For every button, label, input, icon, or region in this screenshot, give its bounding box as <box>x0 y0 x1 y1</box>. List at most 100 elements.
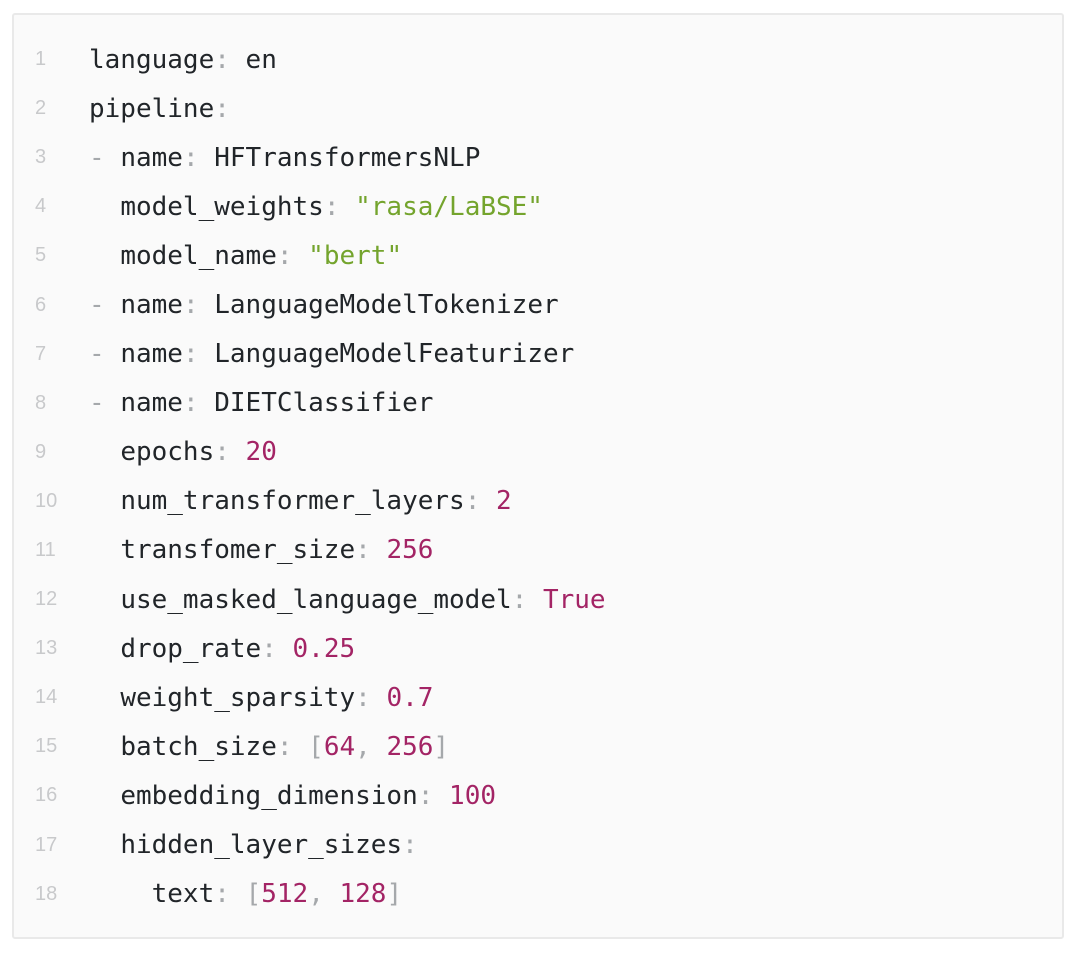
code-token-sp <box>277 634 293 664</box>
code-token-sp <box>527 585 543 615</box>
code-token-key: name <box>120 290 183 321</box>
code-token-num: 512 <box>261 879 309 910</box>
code-line: 6- name: LanguageModelTokenizer <box>14 280 1062 329</box>
code-token-punc: : <box>214 437 230 468</box>
code-token-plain: HFTransformersNLP <box>214 142 481 173</box>
code-token-punc: ] <box>433 731 450 762</box>
code-token-key: use_masked_language_model <box>120 584 512 615</box>
line-number: 8 <box>35 391 47 414</box>
code-line-content: hidden_layer_sizes: <box>89 830 418 861</box>
code-token-sp <box>89 486 120 516</box>
line-number: 2 <box>35 97 47 120</box>
code-token-sp <box>89 535 120 565</box>
code-token-sp <box>230 879 246 909</box>
code-token-num: 256 <box>386 535 434 566</box>
code-line: 17 hidden_layer_sizes: <box>14 821 1062 870</box>
code-token-num: 0.7 <box>386 682 434 713</box>
line-number: 15 <box>35 735 58 758</box>
code-token-punc: [ <box>245 879 262 910</box>
code-token-sp <box>199 388 215 418</box>
code-token-punc: ] <box>386 879 403 910</box>
code-line: 11 transfomer_size: 256 <box>14 526 1062 575</box>
code-line: 3- name: HFTransformersNLP <box>14 133 1062 182</box>
code-line: 9 epochs: 20 <box>14 428 1062 477</box>
code-token-sp <box>105 339 121 369</box>
code-line: 18 text: [512, 128] <box>14 870 1062 919</box>
code-token-punc: : <box>402 830 418 861</box>
code-token-sp <box>230 437 246 467</box>
line-number: 14 <box>35 686 58 709</box>
code-token-plain: LanguageModelFeaturizer <box>214 339 575 370</box>
code-line: 1 language: en <box>14 35 1062 84</box>
code-token-key: text <box>151 879 215 910</box>
code-token-num: True <box>542 584 606 615</box>
line-number: 16 <box>35 784 58 807</box>
code-token-num: 20 <box>245 437 277 468</box>
code-token-str: "bert" <box>308 240 403 271</box>
code-token-sp <box>89 585 120 615</box>
code-token-sp <box>89 879 152 909</box>
code-line: 10 num_transformer_layers: 2 <box>14 477 1062 526</box>
code-line: 15 batch_size: [64, 256] <box>14 722 1062 771</box>
code-token-punc: [ <box>308 731 324 762</box>
code-token-punc: : <box>214 44 230 75</box>
code-line-content: num_transformer_layers: 2 <box>89 486 511 517</box>
code-token-sp <box>89 241 120 271</box>
code-token-punc: : <box>182 142 199 173</box>
code-line: 8 - name: DIETClassifier <box>14 379 1062 428</box>
line-number: 18 <box>35 882 58 905</box>
code-token-key: language <box>89 44 215 75</box>
code-token-key: name <box>120 142 183 173</box>
code-line: 7- name: LanguageModelFeaturizer <box>14 330 1062 379</box>
code-line-content: batch_size: [64, 256] <box>89 732 449 762</box>
code-token-key: name <box>120 339 183 370</box>
code-token-num: 64 <box>323 731 356 762</box>
code-line-content: model_name: "bert" <box>89 241 402 271</box>
code-token-punc: - <box>89 290 105 321</box>
line-number: 9 <box>35 440 47 463</box>
code-token-key: name <box>120 388 183 419</box>
code-token-key: embedding_dimension <box>120 780 418 811</box>
code-token-key: transfomer_size <box>120 535 356 566</box>
code-token-punc: : <box>464 486 481 517</box>
code-token-punc: : <box>182 388 199 419</box>
code-token-punc: : <box>276 731 293 762</box>
code-line-content: language: en <box>89 45 277 75</box>
code-token-str: "rasa/LaBSE" <box>355 191 543 222</box>
code-token-key: pipeline <box>89 93 215 124</box>
code-line-content: - name: DIETClassifier <box>89 388 433 418</box>
line-number: 5 <box>35 244 47 267</box>
code-line-content: use_masked_language_model: True <box>89 584 606 615</box>
code-token-sp <box>230 45 246 75</box>
code-token-sp <box>199 339 215 369</box>
code-line: 13 drop_rate: 0.25 <box>14 624 1062 673</box>
code-token-sp <box>480 486 496 516</box>
code-line-content: - name: LanguageModelFeaturizer <box>89 339 574 369</box>
code-token-key: drop_rate <box>120 633 262 664</box>
code-token-punc: : <box>276 240 293 271</box>
code-token-sp <box>324 879 340 909</box>
code-token-punc: : <box>214 93 230 124</box>
code-line-content: - name: HFTransformersNLP <box>89 143 480 173</box>
code-line-content: weight_sparsity: 0.7 <box>89 683 433 713</box>
code-token-plain: LanguageModelTokenizer <box>214 290 559 321</box>
code-token-sp <box>89 437 120 467</box>
code-token-sp <box>371 732 387 762</box>
code-token-key: weight_sparsity <box>120 682 356 713</box>
code-token-punc: : <box>182 339 199 370</box>
line-number: 1 <box>35 48 47 71</box>
code-token-num: 128 <box>339 879 387 910</box>
line-number: 17 <box>35 833 58 856</box>
code-token-sp <box>105 388 121 418</box>
code-token-sp <box>89 781 120 811</box>
code-token-sp <box>89 830 120 860</box>
code-token-sp <box>293 241 309 271</box>
code-token-sp <box>371 683 387 713</box>
code-token-key: epochs <box>120 437 215 468</box>
code-token-punc: : <box>511 584 528 615</box>
line-number: 4 <box>35 195 47 218</box>
code-token-sp <box>339 192 355 222</box>
code-token-punc: , <box>355 731 371 762</box>
code-token-key: model_weights <box>120 191 324 222</box>
